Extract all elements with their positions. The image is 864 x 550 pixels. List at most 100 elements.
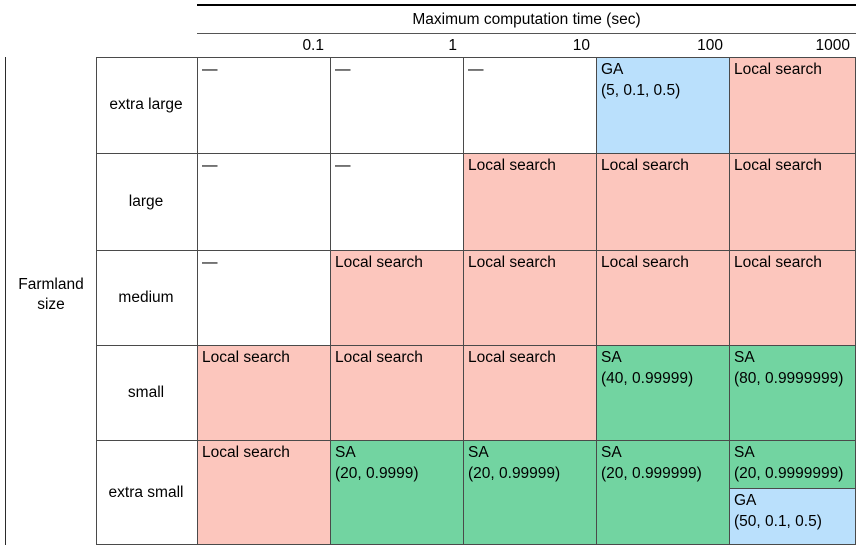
cell-primary-label: SA xyxy=(601,349,622,366)
cell-r3-c2: Local search xyxy=(330,250,463,345)
column-header-5: 1000 xyxy=(815,37,850,54)
grid-hline-1 xyxy=(96,153,856,154)
cell-r5-c5: SA (20, 0.9999999) xyxy=(729,440,856,488)
row-group-title: Farmland size xyxy=(6,275,96,315)
row-header-2: large xyxy=(128,192,164,210)
cell-fill xyxy=(729,57,856,153)
column-header-2: 1 xyxy=(448,37,457,54)
cell-parameter-label: (50, 0.1, 0.5) xyxy=(734,512,822,530)
cell-r5-c4: SA (20, 0.999999) xyxy=(596,440,729,545)
cell-fill xyxy=(463,345,596,440)
grid-vline-6 xyxy=(855,57,856,545)
cell-primary-label: — xyxy=(202,254,218,271)
cell-r5-c3: SA(20, 0.99999) xyxy=(463,440,596,545)
cell-fill xyxy=(463,250,596,345)
cell-parameter-label: (80, 0.9999999) xyxy=(734,369,844,387)
grid-vline-3 xyxy=(463,57,464,545)
cell-fill xyxy=(729,153,856,250)
row-header-1: extra large xyxy=(109,96,183,113)
cell-r3-c3: Local search xyxy=(463,250,596,345)
cell-r5-c5-alt: GA (50, 0.1, 0.5) xyxy=(729,488,856,545)
cell-r1-c1: — xyxy=(197,57,330,153)
cell-parameter-label: (20, 0.9999999) xyxy=(734,464,844,482)
cell-fill xyxy=(729,250,856,345)
grid-hline-3 xyxy=(96,345,856,346)
cell-fill xyxy=(197,153,330,250)
row-group-title-line1: Farmland xyxy=(18,276,84,293)
cell-primary-label: — xyxy=(202,61,218,78)
cell-parameter-label: (20, 0.9999) xyxy=(335,464,419,482)
cell-primary-label: Local search xyxy=(202,444,290,461)
cell-fill xyxy=(596,153,729,250)
cell-primary-label: GA xyxy=(734,492,757,509)
column-header-1: 0.1 xyxy=(302,37,324,54)
cell-fill xyxy=(729,345,856,440)
cell-parameter-label: (40, 0.99999) xyxy=(601,369,694,387)
cell-fill xyxy=(596,57,729,153)
row-header-3: medium xyxy=(118,288,174,306)
cell-r4-c4: SA (40, 0.99999) xyxy=(596,345,729,440)
cell-primary-label: Local search xyxy=(335,254,423,271)
cell-fill xyxy=(330,440,463,545)
cell-r4-c5: SA (80, 0.9999999) xyxy=(729,345,856,440)
grid-vline-2 xyxy=(330,57,331,545)
cell-primary-label: SA xyxy=(734,349,755,366)
grid-vline-0 xyxy=(96,57,97,545)
cell-r3-c1: — xyxy=(197,250,330,345)
cell-fill-split xyxy=(729,488,856,545)
cell-primary-label: SA xyxy=(601,444,622,461)
cell-fill xyxy=(463,440,596,545)
cell-primary-label: Local search xyxy=(734,157,822,174)
table-left-border xyxy=(5,57,7,545)
cell-primary-label: SA xyxy=(734,444,755,461)
row-header-4: small xyxy=(127,383,165,401)
cell-r3-c5: Local search xyxy=(729,250,856,345)
cell-fill xyxy=(197,345,330,440)
cell-r4-c3: Local search xyxy=(463,345,596,440)
table-header-rule xyxy=(197,33,856,34)
cell-split-divider xyxy=(729,488,856,489)
table-top-rule xyxy=(197,4,856,6)
cell-primary-label: Local search xyxy=(468,349,556,366)
cell-fill xyxy=(330,250,463,345)
cell-r5-c1: Local search xyxy=(197,440,330,545)
cell-primary-label: Local search xyxy=(601,157,689,174)
cell-primary-label: Local search xyxy=(202,349,290,366)
cell-r2-c1: — xyxy=(197,153,330,250)
cell-r1-c2: — xyxy=(330,57,463,153)
row-group-title-line2: size xyxy=(37,296,65,313)
cell-fill xyxy=(463,153,596,250)
column-header-4: 100 xyxy=(697,37,723,54)
cell-r5-c2: SA (20, 0.9999) xyxy=(330,440,463,545)
cell-r1-c5: Local search xyxy=(729,57,856,153)
table-grid: extra large———GA(5, 0.1, 0.5)Local searc… xyxy=(96,57,856,545)
cell-primary-label: Local search xyxy=(601,254,689,271)
cell-r2-c2: — xyxy=(330,153,463,250)
grid-vline-1 xyxy=(197,57,198,545)
cell-fill xyxy=(729,440,856,488)
cell-r4-c1: Local search xyxy=(197,345,330,440)
grid-hline-5 xyxy=(96,544,856,545)
cell-primary-label: Local search xyxy=(734,61,822,78)
cell-parameter-label: (20, 0.999999) xyxy=(601,464,702,482)
cell-primary-label: Local search xyxy=(468,254,556,271)
cell-fill xyxy=(596,440,729,545)
column-header-3: 10 xyxy=(572,37,590,54)
cell-parameter-label: (20, 0.99999) xyxy=(468,464,561,482)
cell-fill xyxy=(197,250,330,345)
column-group-title: Maximum computation time (sec) xyxy=(412,11,641,28)
cell-r4-c2: Local search xyxy=(330,345,463,440)
row-header-5: extra small xyxy=(108,483,184,501)
cell-primary-label: — xyxy=(335,61,351,78)
cell-primary-label: Local search xyxy=(734,254,822,271)
cell-r1-c4: GA(5, 0.1, 0.5) xyxy=(596,57,729,153)
cell-primary-label: GA xyxy=(601,61,624,78)
cell-primary-label: SA xyxy=(335,444,356,461)
cell-fill xyxy=(596,345,729,440)
cell-primary-label: Local search xyxy=(335,349,423,366)
cell-primary-label: Local search xyxy=(468,157,556,174)
grid-hline-2 xyxy=(96,250,856,251)
cell-fill xyxy=(197,440,330,545)
grid-hline-4 xyxy=(96,440,856,441)
